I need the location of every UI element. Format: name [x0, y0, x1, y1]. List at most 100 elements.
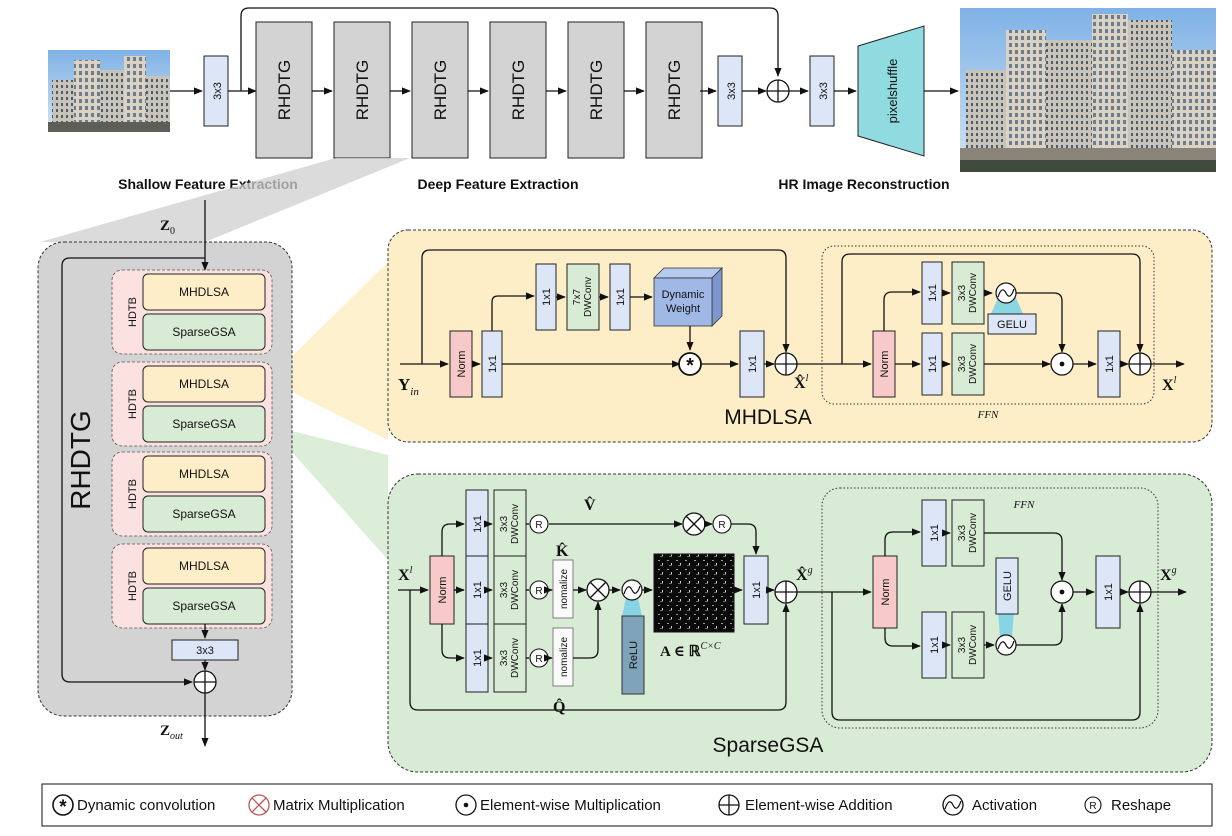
mhdlsa-output-label: Xl — [1162, 375, 1177, 394]
rhdtg-conv-label: 3x3 — [196, 645, 214, 657]
sparsegsa-ffn-conv1x1-up-label: 1x1 — [929, 524, 941, 542]
rhdtg-block-2 — [333, 21, 391, 159]
z0-label: Z0 — [160, 218, 175, 237]
recon-conv-label: 3x3 — [818, 82, 830, 100]
svg-text:R: R — [718, 520, 725, 531]
sparsegsa-ffn-conv1x1-out-label: 1x1 — [1103, 583, 1115, 601]
legend-label-ew-mult: Element-wise Multiplication — [480, 797, 661, 814]
sparsegsa-normalize-q-label: nomalize — [559, 637, 570, 677]
sparsegsa-addition-icon — [774, 580, 798, 604]
svg-text:R: R — [535, 654, 542, 665]
mhdlsa-panel: MHDLSA Yin Norm 1x1 1x1 7x7DWConv 1x1 Dy… — [387, 229, 1213, 443]
mhdlsa-zoom-wedge — [268, 262, 388, 440]
sparsegsa-reshape-top-icon: R — [712, 514, 732, 534]
mhdlsa-ffn-conv1x1-low-label: 1x1 — [927, 355, 939, 373]
hr-output-image — [960, 8, 1216, 172]
sparsegsa-relu-label: ReLU — [628, 641, 640, 669]
sparsegsa-matmul-top-icon — [682, 512, 706, 536]
hdtb-sparsegsa-1 — [142, 313, 266, 351]
mhdlsa-ffn-conv1x1-up-label: 1x1 — [927, 284, 939, 302]
mhdlsa-elementwise-mult-icon — [1050, 352, 1074, 376]
sparsegsa-reshape-k-icon: R — [529, 580, 549, 600]
sparsegsa-conv1x1-k-label: 1x1 — [472, 581, 484, 599]
sparsegsa-elementwise-mult-icon — [1050, 580, 1074, 604]
hdtb-mhdlsa-3 — [142, 455, 266, 493]
reshape-icon: R — [1084, 796, 1102, 814]
sparsegsa-gelu-block — [995, 557, 1019, 615]
sparsegsa-ffn-norm-label: Norm — [880, 579, 892, 606]
sparsegsa-ffn-dwconv-low-label: 3x3DWConv — [957, 625, 979, 665]
sparsegsa-input-label: Xl — [398, 565, 413, 584]
hdtb-label-2: HDTB — [127, 389, 139, 419]
hdtb-sparsegsa-label-4: SparseGSA — [172, 599, 235, 613]
sparsegsa-norm-label: Norm — [437, 577, 449, 604]
mhdlsa-gelu-label: GELU — [997, 319, 1027, 331]
hdtb-sparsegsa-4 — [142, 587, 266, 625]
svg-text:*: * — [686, 355, 694, 377]
mhdlsa-ffn-conv1x1-out-label: 1x1 — [1104, 355, 1116, 373]
lr-input-image — [48, 50, 170, 132]
sparsegsa-ffn-dwconv-up — [951, 499, 985, 567]
rhdtg-block-label-2: RHDTG — [353, 60, 372, 120]
hdtb-sparsegsa-2 — [142, 405, 266, 443]
mhdlsa-conv1x1-c-label: 1x1 — [615, 288, 627, 306]
hdtb-mhdlsa-label-2: MHDLSA — [179, 377, 229, 391]
hdtb-sparsegsa-label-2: SparseGSA — [172, 417, 235, 431]
matrix-multiplication-icon — [248, 794, 270, 816]
rhdtg-block-5 — [567, 21, 625, 159]
section-reconstruction-label: HR Image Reconstruction — [778, 176, 949, 192]
sparsegsa-dwconv-v — [493, 489, 527, 559]
sparsegsa-zoom-wedge — [268, 425, 388, 560]
zout-label: Zout — [160, 723, 183, 742]
sparsegsa-ffn-title: FFN — [1013, 499, 1035, 511]
sparsegsa-ffn-norm — [872, 555, 898, 629]
svg-text:R: R — [1089, 801, 1096, 812]
sparsegsa-gelu-label: GELU — [1002, 571, 1014, 601]
sparsegsa-v-label: V̂ — [584, 496, 596, 514]
rhdtg-block-3 — [411, 21, 469, 159]
pixelshuffle-label: pixelshuffle — [885, 59, 900, 124]
sparsegsa-output-label: Xg — [1160, 565, 1177, 584]
rhdtg-block-4 — [489, 21, 547, 159]
sparsegsa-matmul-mid-icon — [586, 578, 610, 602]
hdtb-label-1: HDTB — [127, 297, 139, 327]
mhdlsa-input-label: Yin — [398, 375, 419, 398]
rhdtg-block-label-6: RHDTG — [665, 60, 684, 120]
sparsegsa-ffn-activation-icon — [995, 634, 1017, 656]
mhdlsa-ffn-dwconv-up-label: 3x3DWConv — [957, 273, 979, 313]
shallow-conv-label: 3x3 — [212, 82, 224, 100]
hdtb-sparsegsa-label-1: SparseGSA — [172, 325, 235, 339]
rhdtg-block-label-3: RHDTG — [431, 60, 450, 120]
mhdlsa-activation-icon — [995, 282, 1017, 304]
mhdlsa-ffn-dwconv-low-label: 3x3DWConv — [957, 344, 979, 384]
mhdlsa-gelu-block — [987, 313, 1037, 335]
mhdlsa-conv1x1-b-label: 1x1 — [541, 288, 553, 306]
sparsegsa-ffn-conv1x1-low-label: 1x1 — [929, 636, 941, 654]
legend-label-reshape: Reshape — [1111, 797, 1171, 814]
sparsegsa-relu-block — [621, 615, 645, 695]
mhdlsa-norm-label: Norm — [456, 351, 468, 378]
mhdlsa-addition-icon — [774, 352, 798, 376]
mhdlsa-ffn-dwconv-low — [951, 332, 985, 396]
sparsegsa-reshape-q-icon: R — [529, 648, 549, 668]
sparsegsa-k-label: K̂ — [556, 542, 569, 560]
legend: * Dynamic convolution Matrix Multiplicat… — [41, 783, 1213, 827]
legend-label-ew-add: Element-wise Addition — [745, 797, 893, 814]
sparsegsa-reshape-v-icon: R — [529, 514, 549, 534]
sparsegsa-normalize-k — [552, 559, 574, 619]
sparsegsa-conv1x1-q-label: 1x1 — [472, 649, 484, 667]
mhdlsa-dwconv7-label: 7x7DWConv — [572, 277, 594, 317]
mhdlsa-dwconv7 — [566, 263, 600, 331]
rhdtg-block-6 — [645, 21, 703, 159]
hdtb-mhdlsa-2 — [142, 365, 266, 403]
activation-icon — [942, 794, 964, 816]
hdtb-mhdlsa-1 — [142, 273, 266, 311]
sparsegsa-normalize-k-label: nomalize — [559, 569, 570, 609]
sparsegsa-title: SparseGSA — [713, 734, 824, 757]
sparsegsa-ffn-dwconv-up-label: 3x3DWConv — [957, 513, 979, 553]
rhdtg-block-1 — [255, 21, 313, 159]
hdtb-mhdlsa-label-1: MHDLSA — [179, 285, 229, 299]
hdtb-mhdlsa-label-3: MHDLSA — [179, 467, 229, 481]
